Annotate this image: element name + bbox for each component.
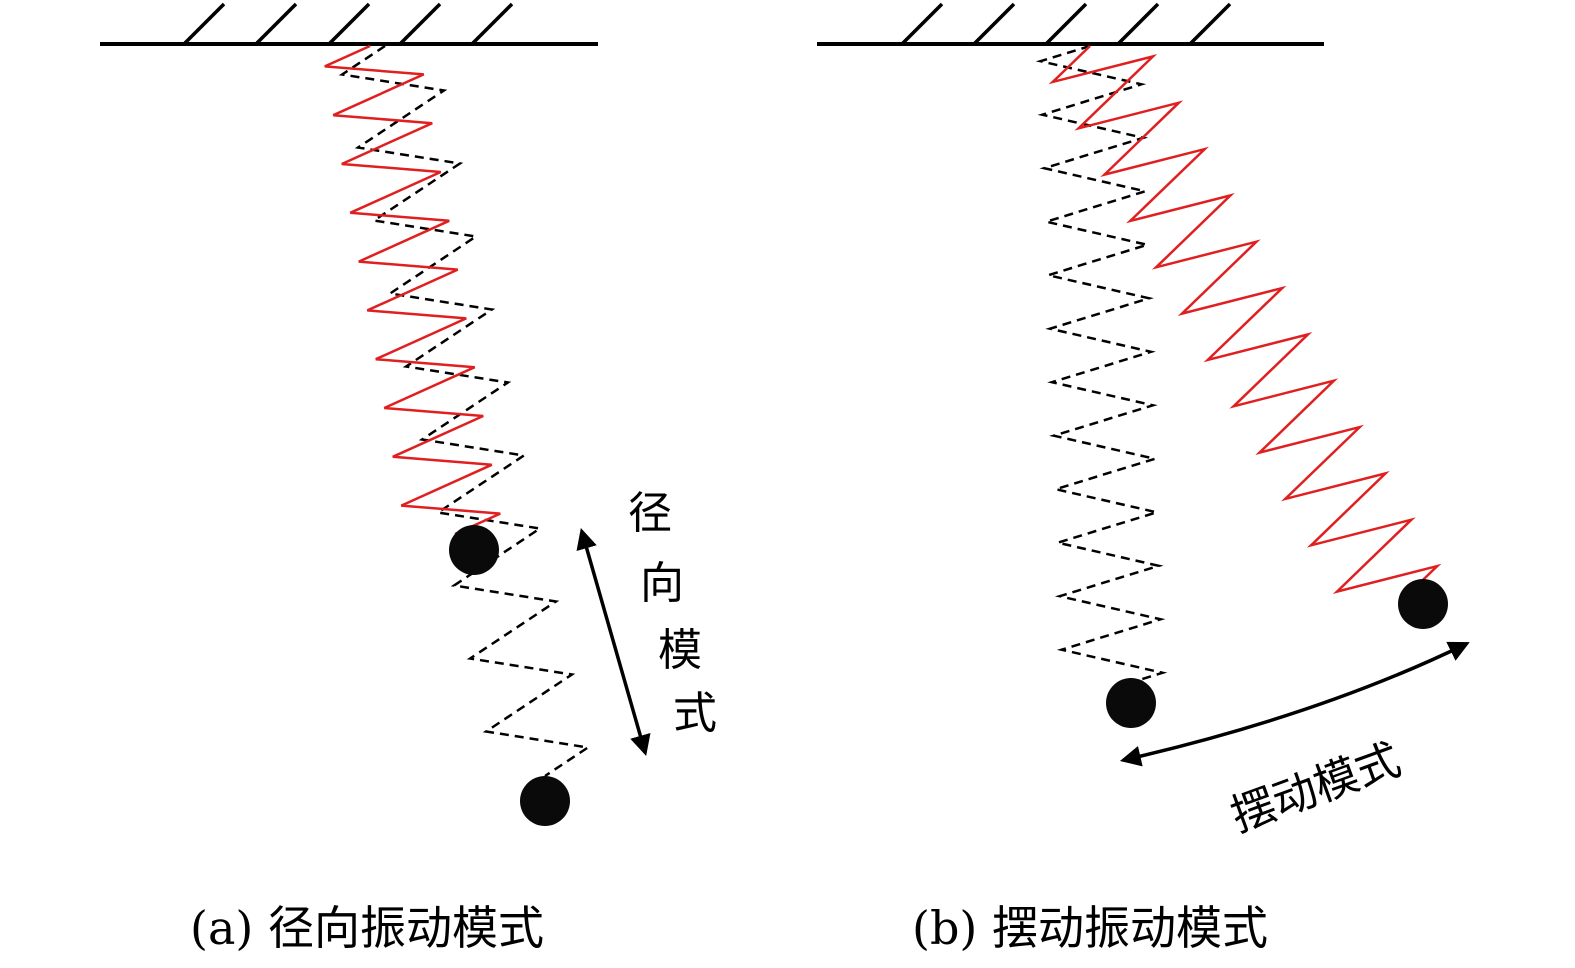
mass-rest-b — [1106, 678, 1156, 728]
spring-active-a — [324, 44, 501, 536]
spring-rest-b — [1035, 44, 1168, 690]
hatch-mark — [470, 2, 514, 46]
radial-mode-char-4: 式 — [673, 688, 717, 739]
ceiling-support-a — [100, 2, 598, 46]
hatch-mark — [254, 2, 298, 46]
hatch-mark — [1116, 2, 1160, 46]
mass-rest-a — [520, 776, 570, 826]
hatch-mark — [327, 2, 371, 46]
swing-arrow-icon — [1119, 641, 1470, 767]
panel-b: 摆动模式 (b) 摆动振动模式 — [817, 2, 1470, 955]
radial-mode-char-1: 径 — [628, 488, 672, 539]
mass-active-a — [449, 525, 499, 575]
hatch-mark — [1044, 2, 1088, 46]
spring-rest-a — [338, 44, 592, 778]
hatch-mark — [900, 2, 944, 46]
hatch-mark — [972, 2, 1016, 46]
hatch-mark — [1188, 2, 1232, 46]
radial-mode-char-2: 向 — [640, 558, 684, 609]
ceiling-hatch-b — [900, 2, 1232, 46]
caption-b: (b) 摆动振动模式 — [912, 901, 1268, 955]
swing-mode-label: 摆动模式 — [1224, 734, 1407, 842]
panel-a: 径 向 模 式 (a) 径向振动模式 — [100, 2, 717, 955]
hatch-mark — [398, 2, 442, 46]
mass-active-b — [1398, 579, 1448, 629]
radial-arrow-icon — [576, 527, 651, 757]
radial-mode-char-3: 模 — [658, 625, 702, 676]
ceiling-support-b — [817, 2, 1324, 46]
spring-active-b — [1048, 45, 1442, 603]
caption-a: (a) 径向振动模式 — [190, 901, 544, 955]
ceiling-hatch-a — [182, 2, 514, 46]
hatch-mark — [182, 2, 226, 46]
